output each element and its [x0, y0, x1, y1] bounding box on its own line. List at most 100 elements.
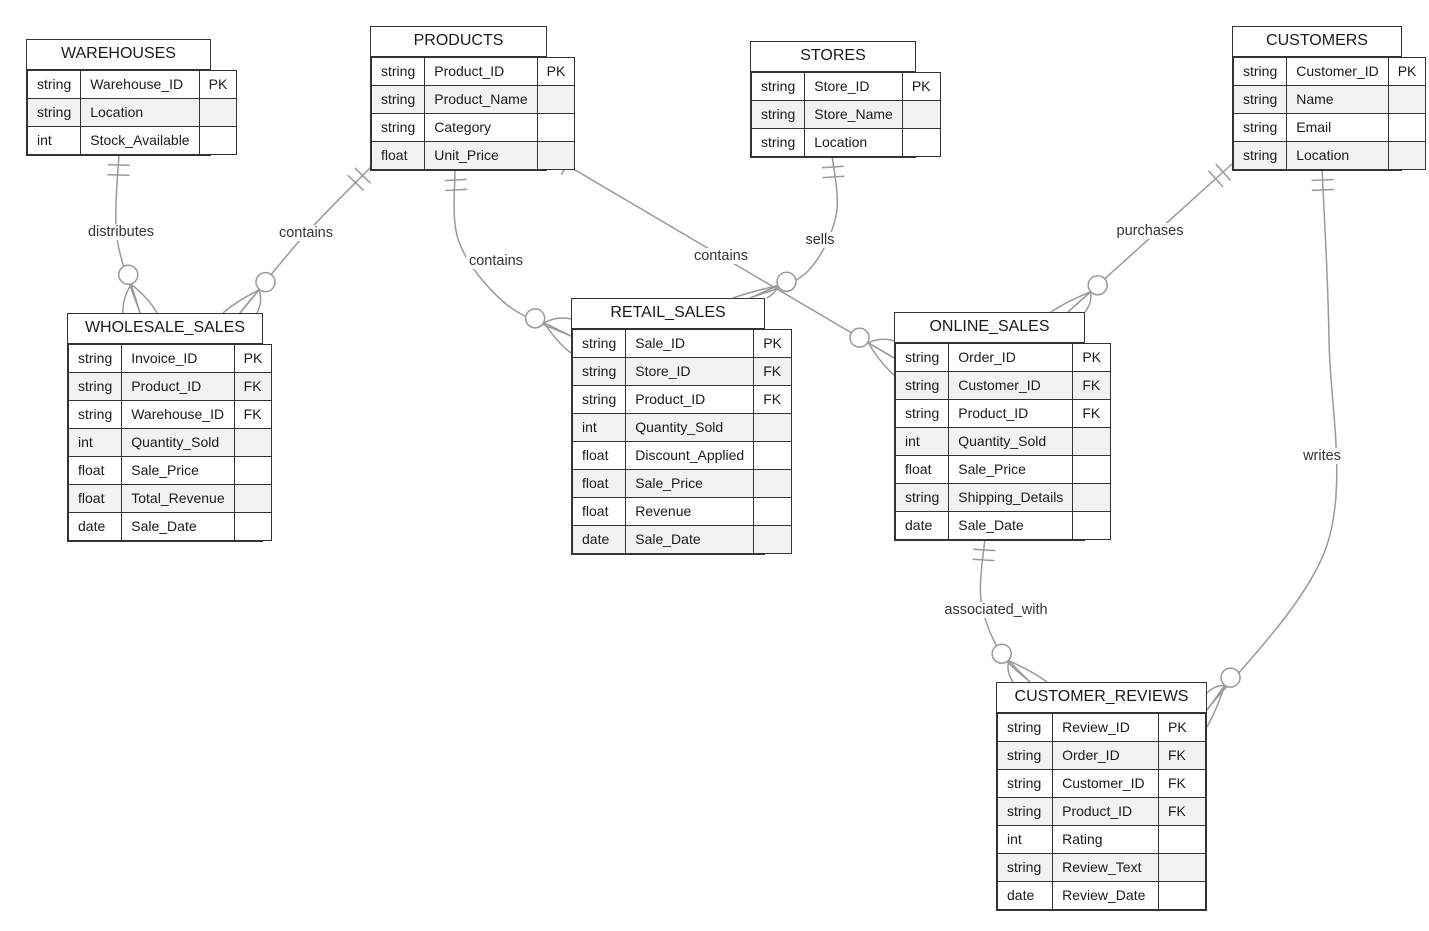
attr-name: Sale_Date [625, 525, 755, 554]
cardinality-one-tick [821, 165, 844, 169]
attr-key: FK [1158, 797, 1206, 826]
attr-type: float [67, 456, 123, 485]
attr-key [536, 141, 576, 170]
attr-key [1158, 825, 1206, 854]
attr-type: int [996, 825, 1054, 854]
attr-name: Email [1286, 113, 1389, 142]
cardinality-one-tick [444, 178, 467, 182]
attr-key [536, 85, 576, 114]
attr-type: string [571, 329, 627, 358]
crow-foot-line [1067, 291, 1091, 313]
attr-name: Review_ID [1052, 713, 1159, 742]
cardinality-one-tick [1215, 163, 1232, 181]
attr-key [1387, 85, 1427, 114]
attr-key [536, 113, 576, 142]
attr-key [198, 126, 238, 155]
attr-name: Sale_Date [948, 511, 1074, 540]
attr-type: int [26, 126, 82, 155]
cardinality-zero-circle [524, 308, 546, 329]
attr-type: string [750, 72, 806, 101]
attr-name: Product_ID [1052, 797, 1159, 826]
attr-name: Category [424, 113, 538, 142]
crow-foot-line [130, 284, 141, 314]
cardinality-one-tick [1207, 170, 1224, 188]
attr-name: Stock_Available [80, 126, 200, 155]
cardinality-zero-circle [1220, 667, 1241, 688]
attr-key [1072, 511, 1111, 540]
cardinality-one-tick [107, 163, 130, 167]
attr-key: PK [536, 57, 576, 86]
attr-key [1072, 427, 1111, 456]
crow-foot-line [867, 342, 895, 376]
attr-name: Location [1286, 141, 1389, 170]
attr-type: string [996, 853, 1054, 882]
entity-title: CUSTOMERS [1233, 27, 1401, 57]
attr-key [1158, 853, 1206, 882]
cardinality-one-tick [354, 167, 372, 184]
attr-type: float [894, 455, 950, 484]
crow-foot-line [1084, 291, 1092, 313]
crow-foot-line [732, 285, 778, 299]
attr-name: Store_Name [804, 100, 903, 129]
attr-key [753, 525, 792, 554]
attr-key [901, 100, 941, 129]
attr-name: Store_ID [804, 72, 903, 101]
entity-title: PRODUCTS [371, 27, 546, 57]
attr-type: string [67, 400, 123, 429]
relationship-associated_with [972, 537, 1048, 683]
attr-name: Order_ID [1052, 741, 1159, 770]
cardinality-zero-circle [991, 643, 1012, 664]
attr-type: string [894, 371, 950, 400]
attr-key [1158, 881, 1206, 910]
relationship-label-associated_with: associated_with [941, 602, 1051, 618]
crow-foot-line [1007, 660, 1014, 683]
attr-type: float [571, 497, 627, 526]
attr-name: Discount_Applied [625, 441, 755, 470]
cardinality-one-tick [107, 173, 130, 177]
attr-key [1072, 483, 1111, 512]
attr-name: Product_ID [424, 57, 538, 86]
attr-key [1387, 141, 1427, 170]
attr-key: FK [1072, 371, 1111, 400]
attr-type: string [26, 70, 82, 99]
crow-foot-line [239, 289, 260, 314]
attr-key [753, 497, 792, 526]
crow-foot-line [1050, 291, 1091, 313]
attr-key [901, 128, 941, 157]
attr-type: string [996, 797, 1054, 826]
crow-foot-line [1206, 685, 1226, 711]
attr-key: FK [1158, 769, 1206, 798]
attr-name: Location [804, 128, 903, 157]
attr-name: Product_ID [625, 385, 755, 414]
relationship-contains-retail [444, 167, 572, 354]
attr-name: Unit_Price [424, 141, 538, 170]
attr-name: Rating [1052, 825, 1159, 854]
attr-type: string [996, 713, 1054, 742]
attr-type: int [894, 427, 950, 456]
attr-name: Customer_ID [948, 371, 1074, 400]
attr-key: FK [233, 372, 273, 401]
